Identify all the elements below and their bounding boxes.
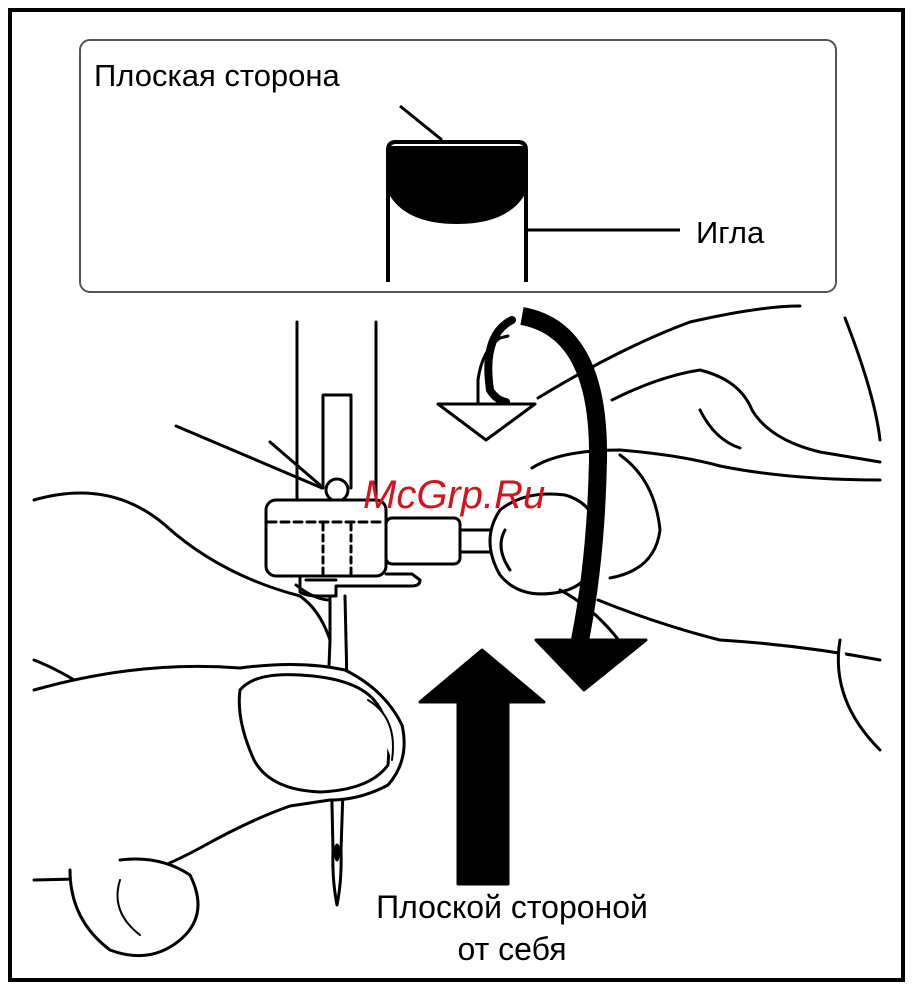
inset-panel: Плоская сторона Игла — [80, 40, 836, 292]
needle-eye-icon — [335, 845, 339, 860]
watermark-text: McGrp.Ru — [363, 473, 545, 517]
flat-side-label: Плоская сторона — [94, 58, 341, 93]
clamp-screw-shaft — [386, 518, 460, 564]
instruction-line-2: от себя — [457, 931, 566, 967]
instruction-line-1: Плоской стороной — [376, 889, 648, 925]
needle-label: Игла — [696, 215, 765, 250]
